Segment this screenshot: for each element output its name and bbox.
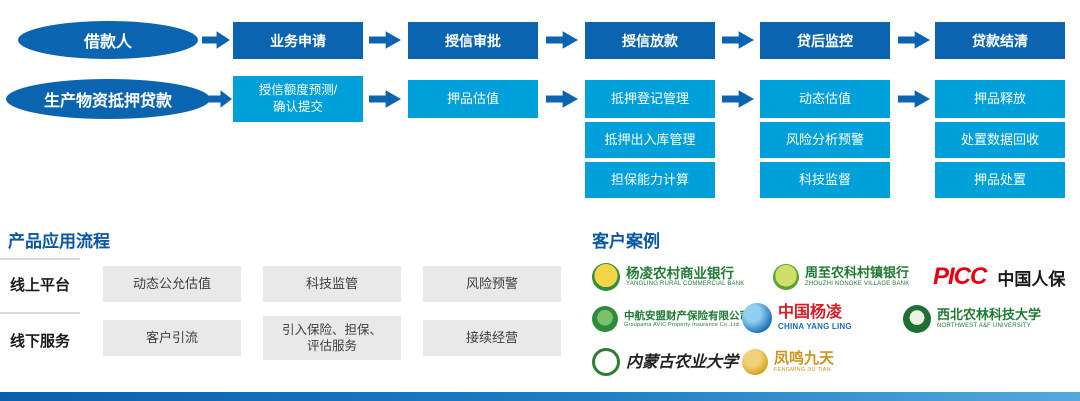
- arrow-right-icon: [722, 31, 754, 49]
- customer-cases-title: 客户案例: [592, 232, 660, 251]
- product-item-risk-warning: 风险预警: [423, 266, 561, 302]
- arrow-right-icon: [546, 90, 578, 108]
- zhouzhi-bank-emblem-icon: [773, 264, 799, 290]
- flow-item-dynamic-valuation: 动态估值: [760, 80, 890, 118]
- nwafu-emblem-icon: [903, 305, 931, 333]
- flow-item-collateral-valuation: 押品估值: [408, 80, 538, 118]
- flow-item-collateral-disposal: 押品处置: [935, 162, 1065, 198]
- bottom-accent-bar: [0, 392, 1080, 401]
- logo-subtitle: FENGMING JIU TIAN: [774, 367, 831, 374]
- flow-stage-header-settlement: 贷款结清: [935, 22, 1065, 59]
- product-item-customer-acquisition: 客户引流: [103, 320, 241, 356]
- imau-emblem-icon: [592, 348, 620, 376]
- flow-item-mortgage-registration: 抵押登记管理: [585, 80, 715, 118]
- logo-subtitle: ZHOUZHI NONGKE VILLAGE BANK: [805, 280, 910, 287]
- flow-stage-header-disbursement: 授信放款: [585, 22, 715, 59]
- row-label-offline-service: 线下服务: [10, 333, 71, 350]
- logo-name: PICC: [933, 263, 987, 290]
- product-item-continued-operation: 接续经营: [423, 320, 561, 356]
- logo-name: 周至农科村镇银行: [805, 264, 910, 280]
- logo-name: 内蒙古农业大学: [626, 351, 739, 371]
- flow-source-borrower-label: 借款人: [83, 34, 132, 51]
- arrow-right-icon: [369, 31, 401, 49]
- flow-item-collateral-release: 押品释放: [935, 80, 1065, 118]
- flow-item-tech-supervision: 科技监督: [760, 162, 890, 198]
- arrow-right-icon: [369, 90, 401, 108]
- logo-name: 中航安盟财产保险有限公司: [624, 309, 750, 322]
- groupama-emblem-icon: [592, 306, 618, 332]
- divider: [0, 258, 80, 260]
- product-flow-title: 产品应用流程: [8, 232, 110, 251]
- logo-subtitle: NORTHWEST A&F UNIVERSITY: [937, 322, 1031, 329]
- product-item-tech-regulation: 科技监管: [263, 266, 401, 302]
- logo-subtitle: CHINA YANG LING: [778, 322, 852, 332]
- flow-item-data-recovery: 处置数据回收: [935, 122, 1065, 158]
- flow-item-guarantee-calculation: 担保能力计算: [585, 162, 715, 198]
- arrow-right-icon: [208, 90, 232, 108]
- logo-groupama-avic: 中航安盟财产保险有限公司 Groupama AVIC Property Insu…: [592, 303, 750, 335]
- flow-source-borrower: 借款人: [18, 21, 198, 59]
- flow-stage-header-application: 业务申请: [233, 22, 363, 59]
- arrow-right-icon: [546, 31, 578, 49]
- arrow-right-icon: [898, 31, 930, 49]
- row-label-online-platform: 线上平台: [10, 277, 71, 294]
- logo-subtitle: 中国人保: [997, 269, 1066, 289]
- logo-yangling-rural-bank: 杨凌农村商业银行 YANGLING RURAL COMMERCIAL BANK: [592, 260, 744, 294]
- flow-stage-header-monitoring: 贷后监控: [760, 22, 890, 59]
- logo-nwafu: 西北农林科技大学 NORTHWEST A&F UNIVERSITY: [903, 303, 1041, 335]
- logo-name: 凤鸣九天: [774, 350, 835, 368]
- china-yangling-emblem-icon: [742, 303, 772, 333]
- logo-picc: PICC 中国人保: [933, 262, 1065, 292]
- flow-stage-header-approval: 授信审批: [408, 22, 538, 59]
- logo-china-yangling: 中国杨凌 CHINA YANG LING: [742, 301, 852, 335]
- logo-name: 杨凌农村商业银行: [626, 265, 734, 281]
- arrow-right-icon: [202, 31, 230, 49]
- flow-item-credit-forecast: 授信额度预测/ 确认提交: [233, 76, 363, 122]
- logo-name: 中国杨凌: [778, 304, 843, 321]
- flow-item-risk-warning: 风险分析预警: [760, 122, 890, 158]
- logo-zhouzhi-village-bank: 周至农科村镇银行 ZHOUZHI NONGKE VILLAGE BANK: [773, 260, 909, 294]
- arrow-right-icon: [722, 90, 754, 108]
- flow-source-loan-product-label: 生产物资抵押贷款: [43, 93, 172, 110]
- flow-item-warehouse-management: 抵押出入库管理: [585, 122, 715, 158]
- divider: [0, 312, 80, 314]
- fengming-emblem-icon: [742, 349, 768, 375]
- product-item-fair-valuation: 动态公允估值: [103, 266, 241, 302]
- logo-subtitle: Groupama AVIC Property Insurance Co.,Ltd: [624, 321, 739, 328]
- flow-source-loan-product: 生产物资抵押贷款: [6, 79, 210, 119]
- logo-imau: 内蒙古农业大学: [592, 346, 738, 378]
- logo-fengming-jiutian: 凤鸣九天 FENGMING JIU TIAN: [742, 346, 834, 378]
- product-item-insurance-services: 引入保险、担保、 评估服务: [263, 316, 401, 360]
- logo-subtitle: YANGLING RURAL COMMERCIAL BANK: [626, 281, 745, 288]
- logo-name: 西北农林科技大学: [937, 306, 1042, 322]
- arrow-right-icon: [898, 90, 930, 108]
- yangling-bank-emblem-icon: [592, 263, 620, 291]
